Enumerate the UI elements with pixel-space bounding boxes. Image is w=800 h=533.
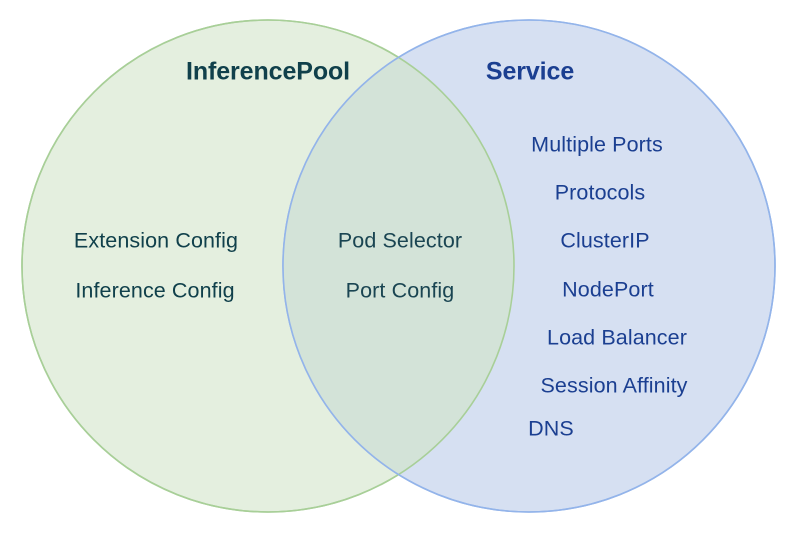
right-set-item-protocols: Protocols bbox=[554, 180, 646, 205]
right-set-item-session-affinity: Session Affinity bbox=[540, 373, 688, 398]
right-set-title: Service bbox=[485, 57, 575, 86]
intersection-item-port-config: Port Config bbox=[345, 278, 455, 303]
right-circle-outline bbox=[282, 19, 776, 513]
right-set-item-nodeport: NodePort bbox=[562, 277, 654, 302]
left-set-item-extension-config: Extension Config bbox=[73, 228, 239, 253]
right-set-item-multiple-ports: Multiple Ports bbox=[531, 132, 663, 157]
right-set-item-clusterip: ClusterIP bbox=[560, 228, 650, 253]
right-set-item-load-balancer: Load Balancer bbox=[547, 325, 687, 350]
right-set-item-dns: DNS bbox=[528, 416, 574, 441]
intersection-item-pod-selector: Pod Selector bbox=[337, 228, 463, 253]
intersection-region bbox=[283, 20, 514, 512]
left-set-title: InferencePool bbox=[185, 57, 351, 86]
left-set-item-inference-config: Inference Config bbox=[75, 278, 235, 303]
left-circle-outline bbox=[21, 19, 515, 513]
